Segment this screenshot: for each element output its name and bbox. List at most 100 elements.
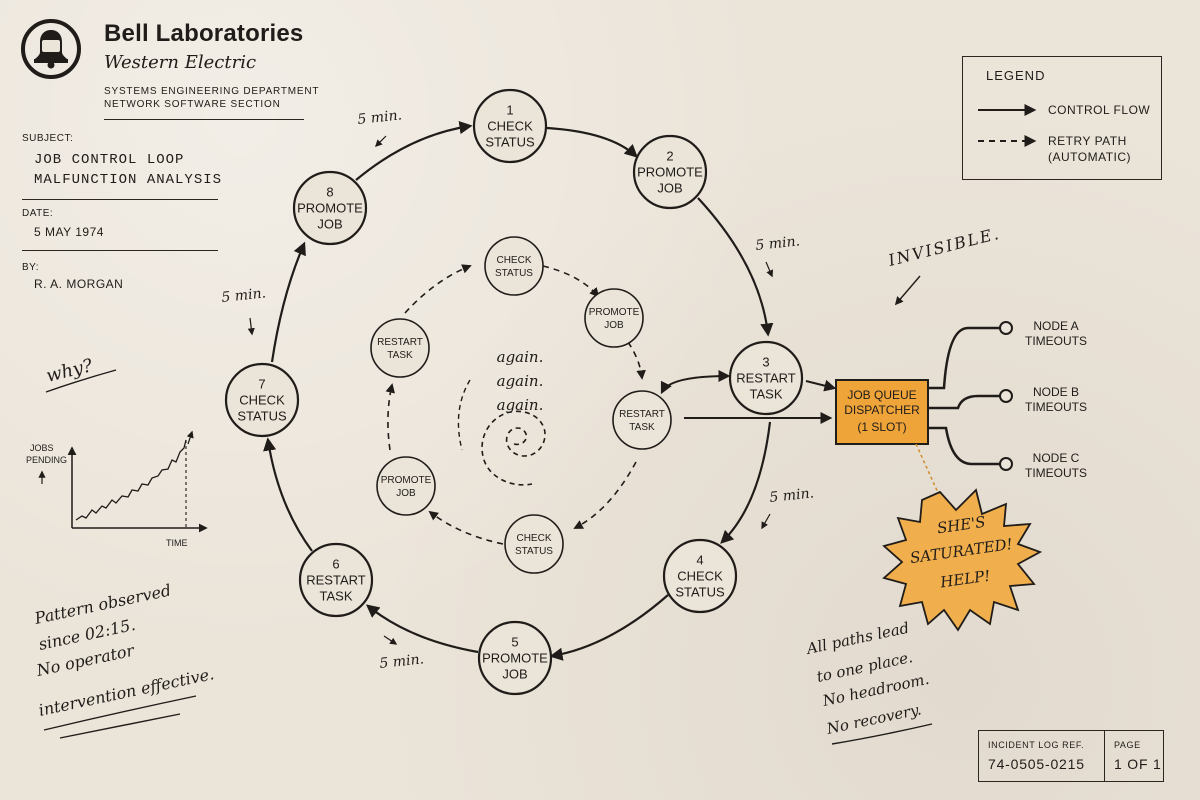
inner-loop-nodes: CHECKSTATUSPROMOTEJOBRESTARTTASKCHECKSTA… [370,236,672,574]
outer-node-1-line1: CHECK [487,119,533,134]
outer-node-4-circle [662,538,738,614]
outer-node-8-line1: PROMOTE [297,201,363,216]
arrow-3-4 [720,421,772,544]
legend-control-flow-label: CONTROL FLOW [1048,103,1151,117]
node-a-line: TIMEOUTS [1025,334,1087,348]
outer-node-7-num: 7 [258,377,265,392]
inner-node-5-line2: JOB [396,488,416,499]
inner-node-2-line1: PROMOTE [589,307,640,318]
by-value: R. A. MORGAN [34,277,124,291]
legend-retry-label: RETRY PATH (AUTOMATIC) [1048,133,1131,165]
outer-node-7-line2: STATUS [237,409,287,424]
node-c-terminal [999,457,1013,471]
incident-box [978,730,1164,782]
outer-node-1-line2: STATUS [485,135,535,150]
arrow-4-5 [549,594,669,661]
outer-node-6-num: 6 [332,557,339,572]
mini-chart-ylabel: PENDING [26,455,67,465]
page-value: 1 OF 1 [1114,756,1162,772]
node-c-line: NODE C [1033,451,1080,465]
node-b-line: NODE B [1033,385,1079,399]
node-a-terminal [999,321,1013,335]
outer-node-3-line1: RESTART [736,371,796,386]
department-line: SYSTEMS ENGINEERING DEPARTMENT [104,86,320,97]
company-name: Western Electric [104,52,257,73]
arrow-6-7 [263,437,313,552]
inner-node-3-circle [612,390,672,450]
inner-arrow [385,383,395,451]
inner-node-2-circle [584,288,644,348]
invisible-note: INVISIBLE. [885,224,1002,270]
inner-node-2-line2: JOB [604,320,624,331]
legend-box [962,56,1162,180]
outer-node-6-line2: TASK [320,589,353,604]
outer-loop-nodes: 1CHECKSTATUS2PROMOTEJOB3RESTARTTASK4CHEC… [224,88,804,696]
inner-node-1-line1: CHECK [496,255,531,266]
interval-label: 5 min. [769,485,815,506]
arrow-1-2 [546,126,638,158]
outer-node-8-circle [292,170,368,246]
by-label: BY: [22,262,40,273]
outer-node-2-num: 2 [666,149,673,164]
dispatcher-box [835,379,929,445]
again-text: again. [497,348,544,366]
dispatcher-line: (1 SLOT) [857,420,906,434]
again-text: again. [497,372,544,390]
node-connectors [928,326,1000,466]
outer-node-2-line2: JOB [657,181,682,196]
inner-node-1-circle [484,236,544,296]
node-c-line: TIMEOUTS [1025,466,1087,480]
bell-logo [21,19,81,79]
interval-labels: 5 min. 5 min. 5 min. 5 min. 5 min. [221,107,815,672]
interval-tick [374,135,387,148]
arrow-7-8 [270,241,306,363]
node-b-line: TIMEOUTS [1025,400,1087,414]
inner-arrow [542,265,600,298]
page-label: PAGE [1114,740,1141,750]
department-block: SYSTEMS ENGINEERING DEPARTMENT NETWORK S… [104,85,319,111]
outer-node-1-num: 1 [506,103,513,118]
date-rule [22,250,218,251]
inner-node-6-line1: RESTART [377,337,423,348]
dispatcher-line: DISPATCHER [844,403,920,417]
outer-node-7-line1: CHECK [239,393,285,408]
inner-arrow [627,341,646,380]
interval-tick [383,635,398,645]
legend-title: LEGEND [986,68,1046,83]
outer-node-6-line1: RESTART [306,573,366,588]
legend-retry-line: RETRY PATH [1048,134,1127,148]
pattern-underline [43,695,197,731]
center-spiral [481,410,546,486]
subject-line: MALFUNCTION ANALYSIS [34,172,223,188]
inner-loop-arrows [385,264,646,545]
inner-node-5-line1: PROMOTE [381,475,432,486]
node-a-line: NODE A [1033,319,1078,333]
inner-node-3-line2: TASK [629,422,655,433]
subject-label: SUBJECT: [22,133,74,144]
inner-node-2: PROMOTE JOB [584,288,644,348]
interval-tick [761,513,771,530]
saturated-burst [882,488,1043,632]
outer-node-1-circle [472,88,548,164]
outer-loop-arrows [263,121,774,661]
pattern-underline [59,713,181,739]
incident-divider [1104,731,1105,781]
interval-label: 5 min. [379,651,425,672]
why-note: why? [44,355,95,387]
outer-node-8-num: 8 [326,185,333,200]
mini-chart-trend-line [75,439,187,521]
mini-chart-arrow [186,430,194,445]
again-text: again. [497,396,544,414]
outer-node-4-num: 4 [696,553,703,568]
subject-rule [22,199,218,200]
why-underline [45,369,117,393]
legend-retry-line: (AUTOMATIC) [1048,150,1132,164]
